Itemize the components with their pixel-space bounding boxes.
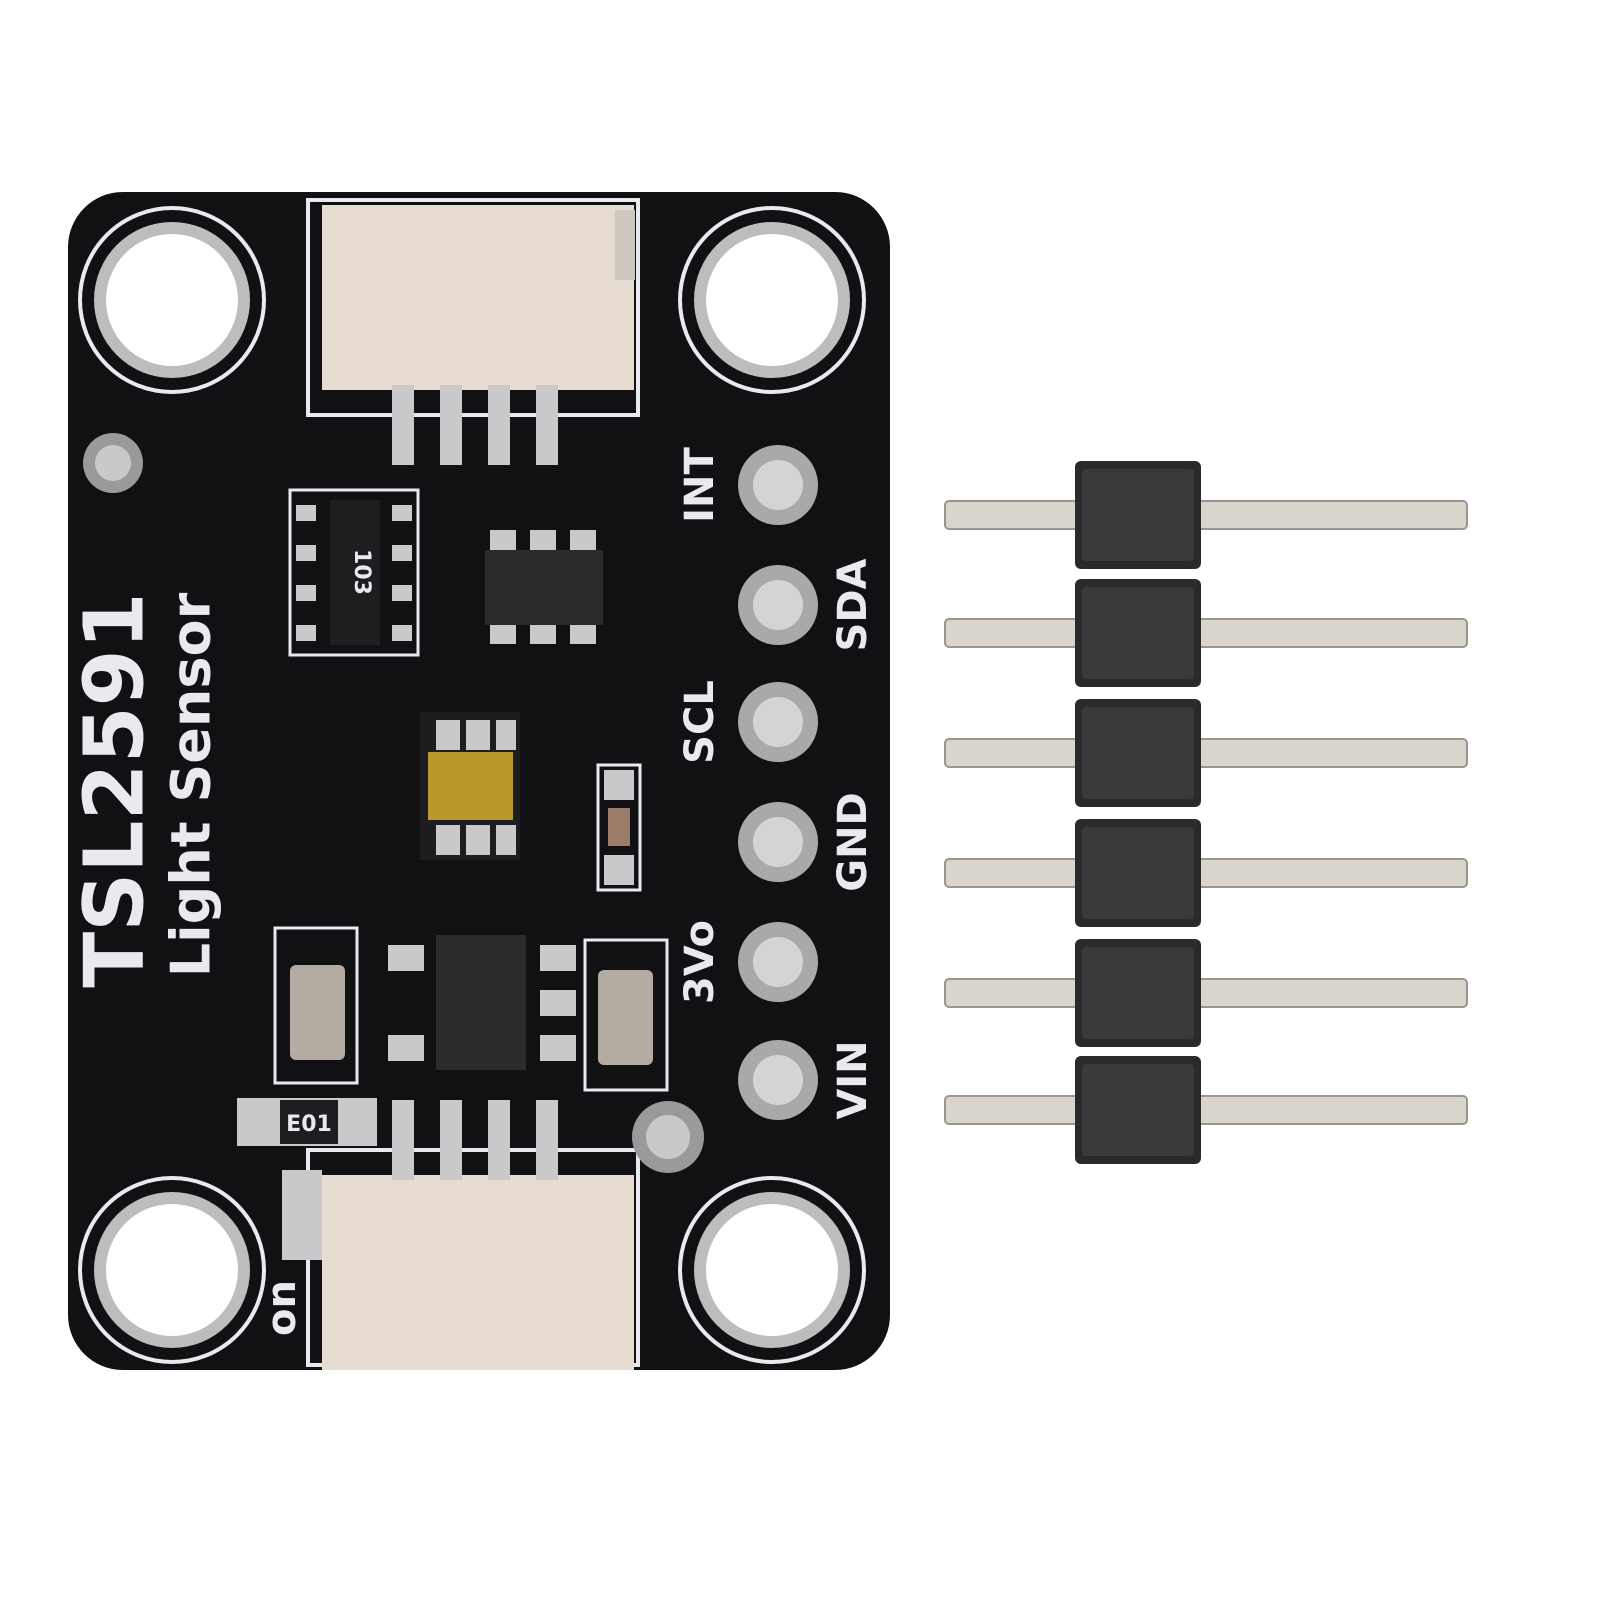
top-connector bbox=[306, 198, 640, 465]
resistor-label: 103 bbox=[349, 549, 374, 595]
power-led bbox=[282, 1170, 322, 1260]
capacitor bbox=[273, 926, 359, 1085]
header-pin bbox=[944, 579, 1468, 687]
pin-label-scl: SCL bbox=[677, 680, 723, 764]
bottom-connector bbox=[306, 1100, 640, 1370]
pin-labels: INT SDA SCL GND 3Vo VIN bbox=[677, 446, 876, 1119]
header-pin bbox=[944, 819, 1468, 927]
light-sensor-chip bbox=[420, 712, 520, 860]
mounting-hole bbox=[78, 1176, 266, 1364]
pin-header bbox=[944, 461, 1468, 1164]
pin-label-gnd: GND bbox=[830, 792, 876, 892]
pin-pads bbox=[738, 445, 818, 1120]
header-pin bbox=[944, 699, 1468, 807]
board-title: TSL2591 bbox=[67, 592, 162, 987]
header-pin bbox=[944, 939, 1468, 1047]
resistor: E01 bbox=[237, 1098, 377, 1146]
mounting-hole bbox=[78, 206, 266, 394]
led-label: on bbox=[259, 1280, 305, 1336]
mounting-hole bbox=[678, 206, 866, 394]
header-pin bbox=[944, 461, 1468, 569]
capacitor bbox=[583, 938, 669, 1092]
header-pin bbox=[944, 1056, 1468, 1164]
resistor-network: 103 bbox=[288, 488, 420, 657]
pin-label-sda: SDA bbox=[830, 558, 876, 651]
pin-label-vin: VIN bbox=[830, 1040, 876, 1119]
mounting-holes bbox=[78, 206, 866, 1364]
resistor-label: E01 bbox=[286, 1112, 332, 1137]
ic-chip bbox=[485, 530, 603, 644]
capacitor bbox=[596, 763, 642, 892]
voltage-regulator bbox=[388, 935, 576, 1070]
pin-label-int: INT bbox=[677, 446, 723, 522]
board-subtitle: Light Sensor bbox=[160, 592, 223, 977]
mounting-hole bbox=[678, 1176, 866, 1364]
pin-label-3vo: 3Vo bbox=[677, 920, 723, 1004]
